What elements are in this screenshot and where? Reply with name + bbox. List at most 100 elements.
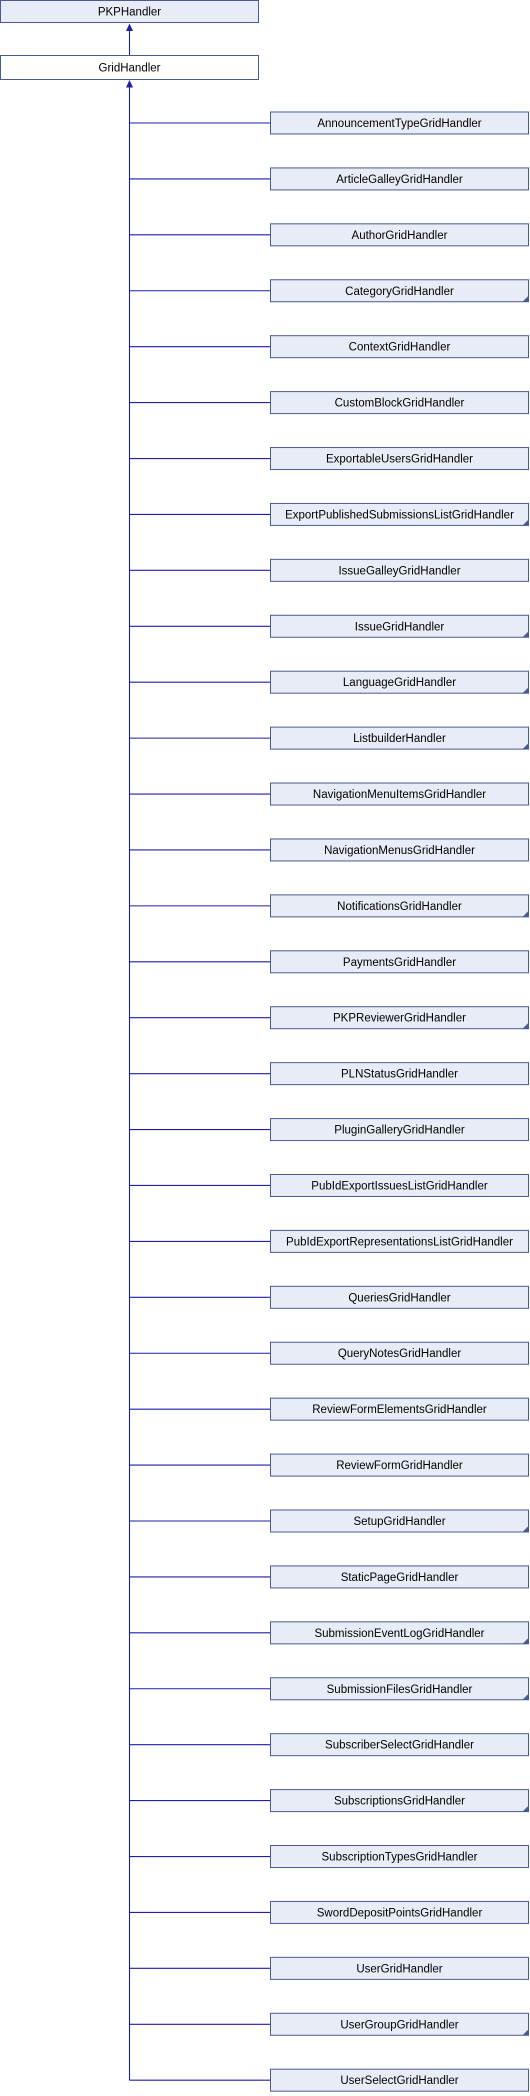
node-reviewformelementsgridhandler[interactable]: ReviewFormElementsGridHandler — [270, 1397, 529, 1421]
node-subscriberselectgridhandler[interactable]: SubscriberSelectGridHandler — [270, 1733, 529, 1757]
node-sworddepositpointsgridhandler[interactable]: SwordDepositPointsGridHandler — [270, 1900, 529, 1924]
node-pubidexportissueslistgridhandler-box — [270, 1173, 529, 1197]
node-plnstatusgridhandler-label: PLNStatusGridHandler — [341, 1069, 458, 1081]
node-paymentsgridhandler-box — [270, 950, 529, 974]
node-navigationmenusgridhandler[interactable]: NavigationMenusGridHandler — [270, 838, 529, 862]
node-pkpreviewergridhandler-box — [270, 1006, 529, 1030]
node-categorygridhandler-box — [270, 279, 529, 303]
node-issuegalleygridhandler-label: IssueGalleyGridHandler — [338, 565, 460, 577]
node-pkphandler-label: PKPHandler — [98, 7, 161, 19]
node-usergroupgridhandler-box — [270, 2012, 529, 2036]
node-issuegalleygridhandler-box — [270, 558, 529, 582]
node-exportableusersgridhandler-label: ExportableUsersGridHandler — [326, 454, 473, 466]
node-pkphandler-box — [0, 0, 259, 23]
node-categorygridhandler[interactable]: CategoryGridHandler — [270, 279, 529, 303]
node-subscriptionsgridhandler-box — [270, 1789, 529, 1813]
node-gridhandler-label: GridHandler — [99, 63, 161, 75]
node-pubidexportrepresentationslistgridhandler-box — [270, 1229, 529, 1253]
node-notificationsgridhandler[interactable]: NotificationsGridHandler — [270, 894, 529, 918]
subclass-marker-icon — [522, 2029, 529, 2036]
subclass-marker-icon — [522, 910, 529, 917]
node-languagegridhandler[interactable]: LanguageGridHandler — [270, 670, 529, 694]
node-contextgridhandler[interactable]: ContextGridHandler — [270, 335, 529, 359]
node-querynotesgridhandler-box — [270, 1341, 529, 1365]
node-querynotesgridhandler-label: QueryNotesGridHandler — [338, 1348, 462, 1360]
node-staticpagegridhandler[interactable]: StaticPageGridHandler — [270, 1565, 529, 1589]
node-querynotesgridhandler[interactable]: QueryNotesGridHandler — [270, 1341, 529, 1365]
node-subscriptionsgridhandler-label: SubscriptionsGridHandler — [334, 1796, 465, 1808]
node-reviewformgridhandler-box — [270, 1453, 529, 1477]
node-issuegridhandler-label: IssueGridHandler — [355, 621, 445, 633]
node-issuegridhandler[interactable]: IssueGridHandler — [270, 614, 529, 638]
subclass-marker-icon — [522, 687, 529, 694]
node-navigationmenuitemsgridhandler[interactable]: NavigationMenuItemsGridHandler — [270, 782, 529, 806]
node-issuegridhandler-box — [270, 614, 529, 638]
subclass-marker-icon — [522, 1693, 529, 1700]
node-subscriptiontypesgridhandler[interactable]: SubscriptionTypesGridHandler — [270, 1845, 529, 1869]
node-exportableusersgridhandler[interactable]: ExportableUsersGridHandler — [270, 447, 529, 471]
subclass-marker-icon — [522, 1805, 529, 1812]
subclass-marker-icon — [522, 1526, 529, 1532]
subclass-marker-icon — [522, 743, 529, 750]
node-listbuilderhandler-label: ListbuilderHandler — [353, 733, 446, 745]
node-navigationmenuitemsgridhandler-box — [270, 782, 529, 806]
node-queriesgridhandler[interactable]: QueriesGridHandler — [270, 1285, 529, 1309]
node-staticpagegridhandler-label: StaticPageGridHandler — [341, 1572, 459, 1584]
node-plugingallerygridhandler-label: PluginGalleryGridHandler — [334, 1125, 465, 1137]
node-contextgridhandler-label: ContextGridHandler — [349, 342, 451, 354]
node-subscriptionsgridhandler[interactable]: SubscriptionsGridHandler — [270, 1789, 529, 1813]
node-languagegridhandler-label: LanguageGridHandler — [343, 677, 456, 689]
node-plugingallerygridhandler-box — [270, 1118, 529, 1142]
node-exportpublishedsubmissionslistgridhandler[interactable]: ExportPublishedSubmissionsListGridHandle… — [270, 502, 529, 526]
node-submissioneventloggridhandler[interactable]: SubmissionEventLogGridHandler — [270, 1621, 529, 1645]
subclass-marker-icon — [522, 631, 529, 638]
node-pubidexportissueslistgridhandler[interactable]: PubIdExportIssuesListGridHandler — [270, 1173, 529, 1197]
node-listbuilderhandler[interactable]: ListbuilderHandler — [270, 726, 529, 750]
node-listbuilderhandler-box — [270, 726, 529, 750]
node-plugingallerygridhandler[interactable]: PluginGalleryGridHandler — [270, 1118, 529, 1142]
node-pkphandler[interactable]: PKPHandler — [0, 0, 259, 23]
node-plnstatusgridhandler-box — [270, 1062, 529, 1086]
node-sworddepositpointsgridhandler-label: SwordDepositPointsGridHandler — [317, 1907, 483, 1919]
node-issuegalleygridhandler[interactable]: IssueGalleyGridHandler — [270, 558, 529, 582]
node-reviewformgridhandler[interactable]: ReviewFormGridHandler — [270, 1453, 529, 1477]
node-submissionfilesgridhandler[interactable]: SubmissionFilesGridHandler — [270, 1677, 529, 1701]
node-paymentsgridhandler[interactable]: PaymentsGridHandler — [270, 950, 529, 974]
node-submissioneventloggridhandler-label: SubmissionEventLogGridHandler — [314, 1628, 484, 1640]
node-pubidexportrepresentationslistgridhandler[interactable]: PubIdExportRepresentationsListGridHandle… — [270, 1229, 529, 1253]
node-categorygridhandler-label: CategoryGridHandler — [345, 286, 454, 298]
node-submissioneventloggridhandler-box — [270, 1621, 529, 1645]
node-exportpublishedsubmissionslistgridhandler-box — [270, 502, 529, 526]
node-authorgridhandler[interactable]: AuthorGridHandler — [270, 223, 529, 247]
node-exportpublishedsubmissionslistgridhandler-label: ExportPublishedSubmissionsListGridHandle… — [285, 509, 514, 521]
node-queriesgridhandler-box — [270, 1285, 529, 1309]
node-usergridhandler[interactable]: UserGridHandler — [270, 1956, 529, 1980]
node-articlegalleygridhandler[interactable]: ArticleGalleyGridHandler — [270, 167, 529, 191]
node-usergroupgridhandler-label: UserGroupGridHandler — [340, 2019, 458, 2031]
node-sworddepositpointsgridhandler-box — [270, 1900, 529, 1924]
node-announcementtypegridhandler[interactable]: AnnouncementTypeGridHandler — [270, 111, 529, 135]
node-customblockgridhandler[interactable]: CustomBlockGridHandler — [270, 391, 529, 415]
node-queriesgridhandler-label: QueriesGridHandler — [348, 1292, 450, 1304]
node-userselectgridhandler-box — [270, 2068, 529, 2092]
node-setupgridhandler[interactable]: SetupGridHandler — [270, 1509, 529, 1533]
node-userselectgridhandler-label: UserSelectGridHandler — [340, 2075, 458, 2087]
arrowhead-pkphandler — [126, 23, 133, 31]
node-paymentsgridhandler-label: PaymentsGridHandler — [343, 957, 456, 969]
node-navigationmenusgridhandler-label: NavigationMenusGridHandler — [324, 845, 475, 857]
node-userselectgridhandler[interactable]: UserSelectGridHandler — [270, 2068, 529, 2092]
node-announcementtypegridhandler-box — [270, 111, 529, 135]
node-staticpagegridhandler-box — [270, 1565, 529, 1589]
subclass-marker-icon — [522, 519, 529, 526]
subclass-marker-icon — [522, 1637, 529, 1644]
node-plnstatusgridhandler[interactable]: PLNStatusGridHandler — [270, 1062, 529, 1086]
node-pkpreviewergridhandler[interactable]: PKPReviewerGridHandler — [270, 1006, 529, 1030]
node-usergroupgridhandler[interactable]: UserGroupGridHandler — [270, 2012, 529, 2036]
node-authorgridhandler-box — [270, 223, 529, 247]
node-setupgridhandler-label: SetupGridHandler — [353, 1516, 445, 1528]
edges-layer — [126, 23, 271, 2081]
subclass-marker-icon — [522, 295, 529, 302]
node-gridhandler[interactable]: GridHandler — [0, 55, 259, 80]
node-customblockgridhandler-box — [270, 391, 529, 415]
